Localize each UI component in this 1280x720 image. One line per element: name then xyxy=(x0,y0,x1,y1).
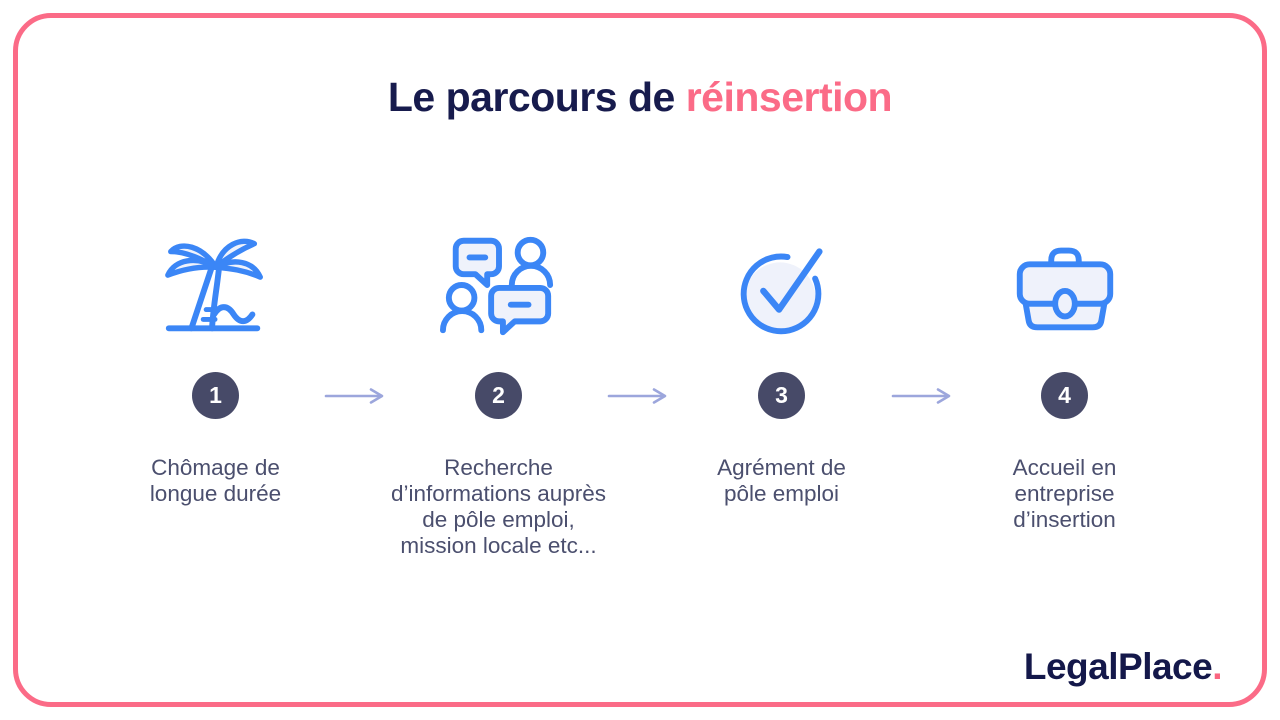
step-3: 3 Agrément de pôle emploi xyxy=(640,224,923,559)
step-label: Chômage de longue durée xyxy=(149,455,282,506)
step-number-badge: 3 xyxy=(758,372,805,419)
legalplace-logo: LegalPlace. xyxy=(1023,646,1223,688)
conversation-icon xyxy=(439,224,558,346)
title-highlight: réinsertion xyxy=(685,74,893,120)
step-label: Agrément de pôle emploi xyxy=(717,455,846,506)
logo-dot: . xyxy=(1212,646,1222,687)
arrow-right-icon xyxy=(891,388,951,404)
page-title: Le parcours de réinsertion xyxy=(0,74,1280,121)
step-number-badge: 2 xyxy=(475,372,522,419)
steps-row: 1 Chômage de longue durée xyxy=(74,224,1206,559)
arrow-right-icon xyxy=(324,388,384,404)
palm-tree-icon xyxy=(157,224,275,346)
step-2: 2 Recherche d’informations auprès de pôl… xyxy=(357,224,640,559)
arrow-right-icon xyxy=(607,388,667,404)
logo-text: LegalPlace xyxy=(1023,646,1213,687)
title-prefix: Le parcours de xyxy=(387,74,686,120)
step-1: 1 Chômage de longue durée xyxy=(74,224,357,559)
step-4: 4 Accueil en entreprise d’insertion xyxy=(923,224,1206,559)
check-circle-icon xyxy=(723,224,841,346)
step-label: Recherche d’informations auprès de pôle … xyxy=(390,455,607,558)
step-number-badge: 4 xyxy=(1041,372,1088,419)
step-number-badge: 1 xyxy=(192,372,239,419)
briefcase-icon xyxy=(1006,224,1124,346)
step-label: Accueil en entreprise d’insertion xyxy=(1012,455,1117,532)
